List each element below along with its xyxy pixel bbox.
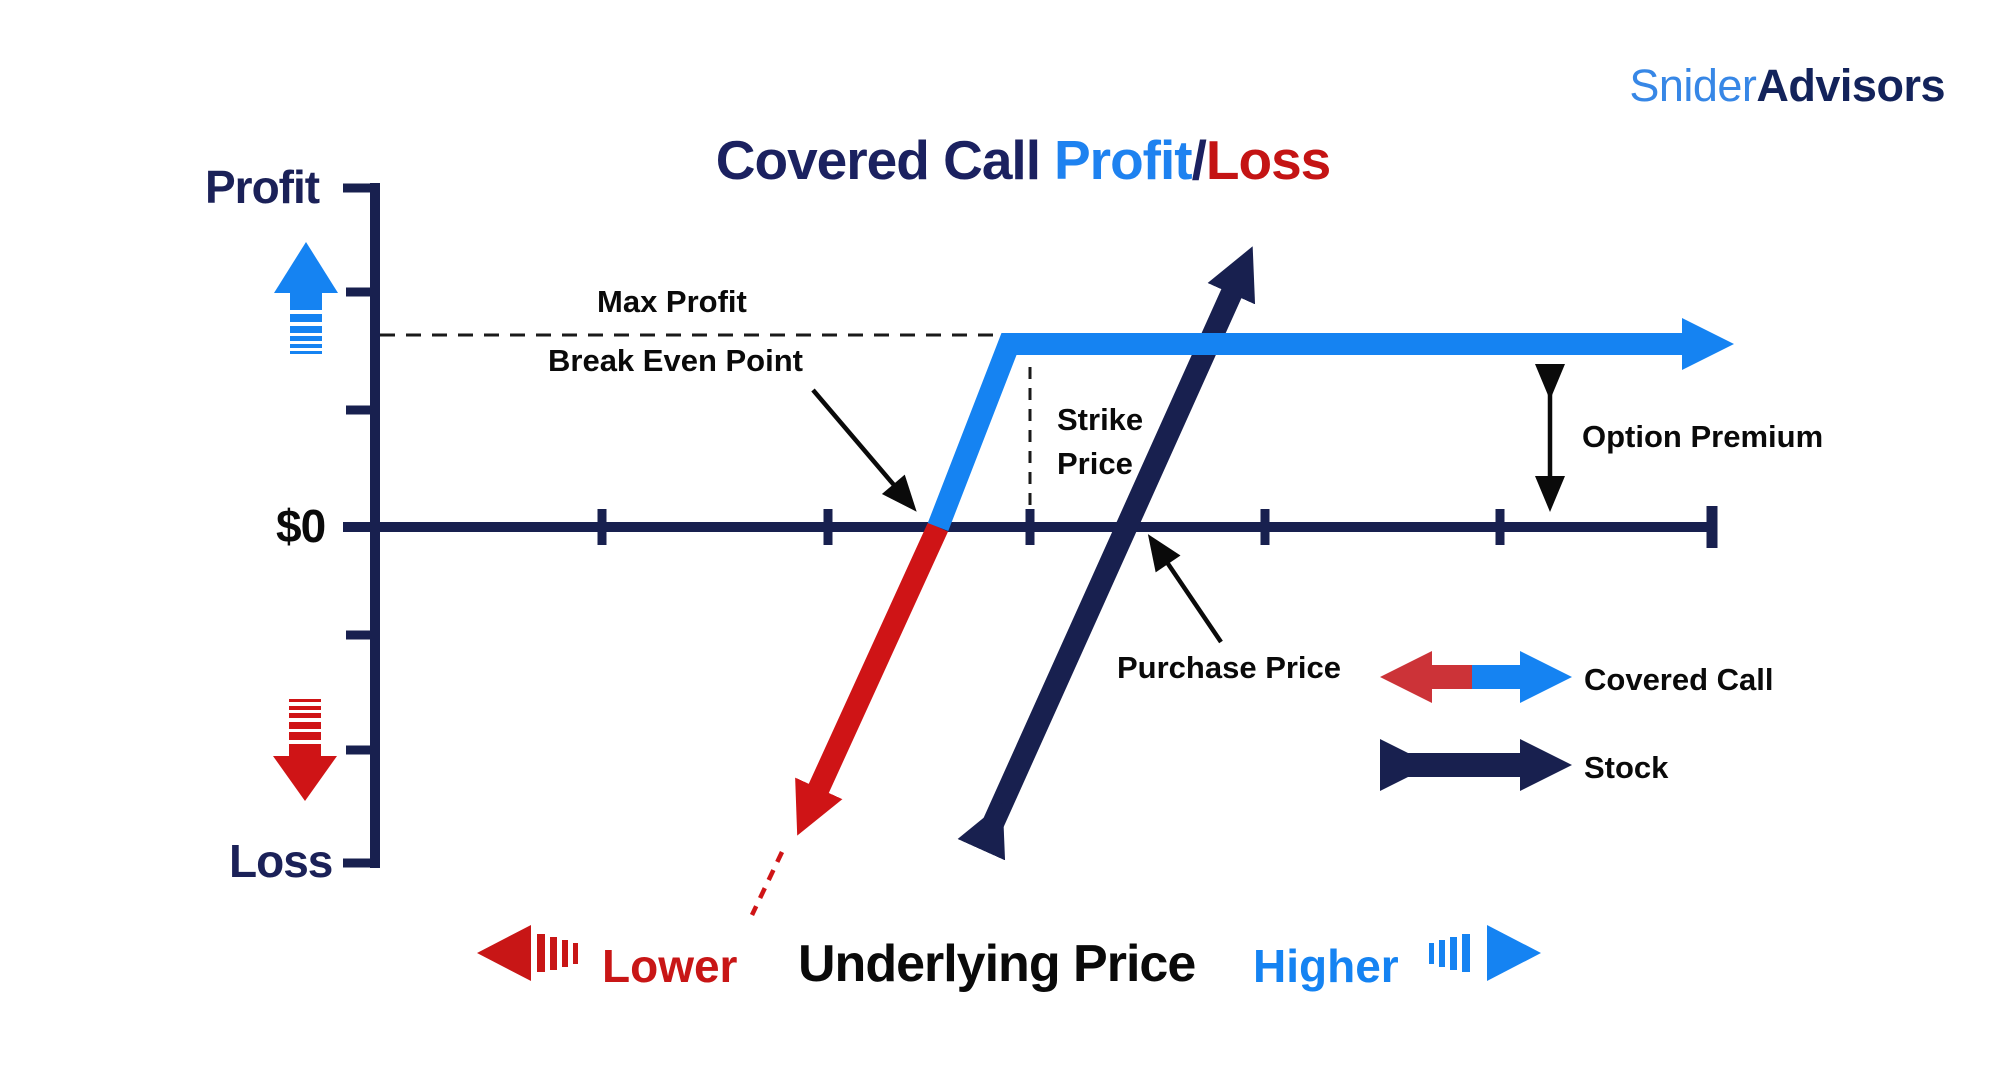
legend-covered-call-label: Covered Call [1584,662,1774,697]
purchase-price-label: Purchase Price [1117,650,1342,685]
footer-underlying-price-label: Underlying Price [798,935,1196,993]
stock-line [957,246,1256,861]
covered-call-profit-segment [927,318,1734,531]
covered-call-red-dashed-extension [749,851,785,916]
strike-price-line1: Strike [1057,402,1144,437]
x-axis [343,506,1718,548]
y-axis [343,183,380,868]
brand-logo-snider: Snider [1629,60,1757,111]
title-part-covered-call: Covered Call [715,129,1041,191]
brand-logo-advisors: Advisors [1756,60,1945,111]
title-separator: / [1191,129,1207,191]
footer-lower-label: Lower [602,940,738,992]
loss-down-arrow-icon [273,699,337,801]
title-part-profit: Profit [1053,129,1193,191]
legend-stock-label: Stock [1584,750,1669,785]
title-part-loss: Loss [1205,129,1331,191]
footer-higher-label: Higher [1253,940,1399,992]
origin-zero-label: $0 [276,500,326,552]
covered-call-loss-segment [795,522,949,836]
purchase-price-pointer-arrow [1147,534,1223,644]
higher-arrow-icon [1429,925,1541,981]
profit-up-arrow-icon [274,242,338,354]
break-even-pointer-arrow [811,388,917,512]
option-premium-label: Option Premium [1582,419,1824,454]
break-even-label: Break Even Point [548,343,803,378]
max-profit-label: Max Profit [597,284,747,319]
brand-logo: SniderAdvisors [1629,60,1945,112]
y-axis-profit-label: Profit [205,161,320,213]
strike-price-line2: Price [1057,446,1133,481]
y-axis-loss-label: Loss [229,835,333,887]
lower-arrow-icon [477,925,578,981]
